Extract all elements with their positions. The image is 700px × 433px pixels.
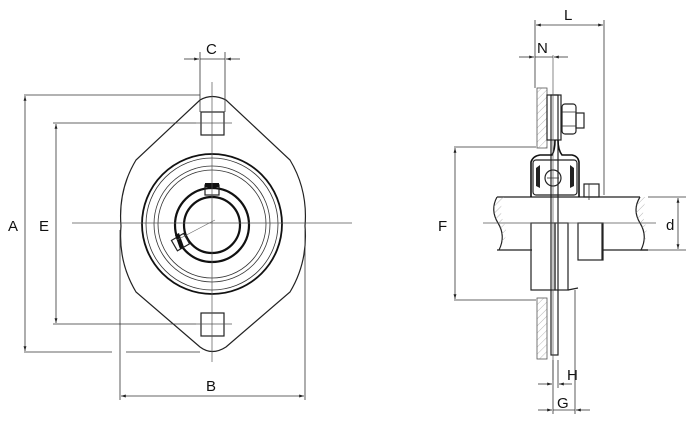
dimension-label-a: A [8,218,18,235]
dimension-label-b: B [206,378,216,395]
shaft [497,196,648,251]
bolt-hole-top [200,111,225,136]
flange-outline [119,95,307,353]
dimension-label-n: N [537,40,548,57]
dimension-label-c: C [206,41,217,58]
dimension-label-h: H [567,367,578,384]
collar-lower [577,222,604,261]
set-screw [583,183,600,198]
bearing-housing [530,139,580,197]
dimension-label-e: E [39,218,49,235]
dimension-label-d: d [666,217,674,234]
seal-right [570,165,574,188]
dimension-label-l: L [564,7,572,24]
bolt-hole-bottom [200,312,225,337]
bolt-end [575,112,585,129]
dimension-label-f: F [438,218,447,235]
set-screw-side-cap [175,233,184,249]
side-section-view: L N F d H G [438,7,686,414]
dimension-label-g: G [557,395,569,412]
nut [561,103,577,135]
seal-left [536,165,540,188]
flange-plate-top [536,87,548,149]
flange-plate-bottom [536,297,548,360]
front-view: A E C B [8,41,352,400]
